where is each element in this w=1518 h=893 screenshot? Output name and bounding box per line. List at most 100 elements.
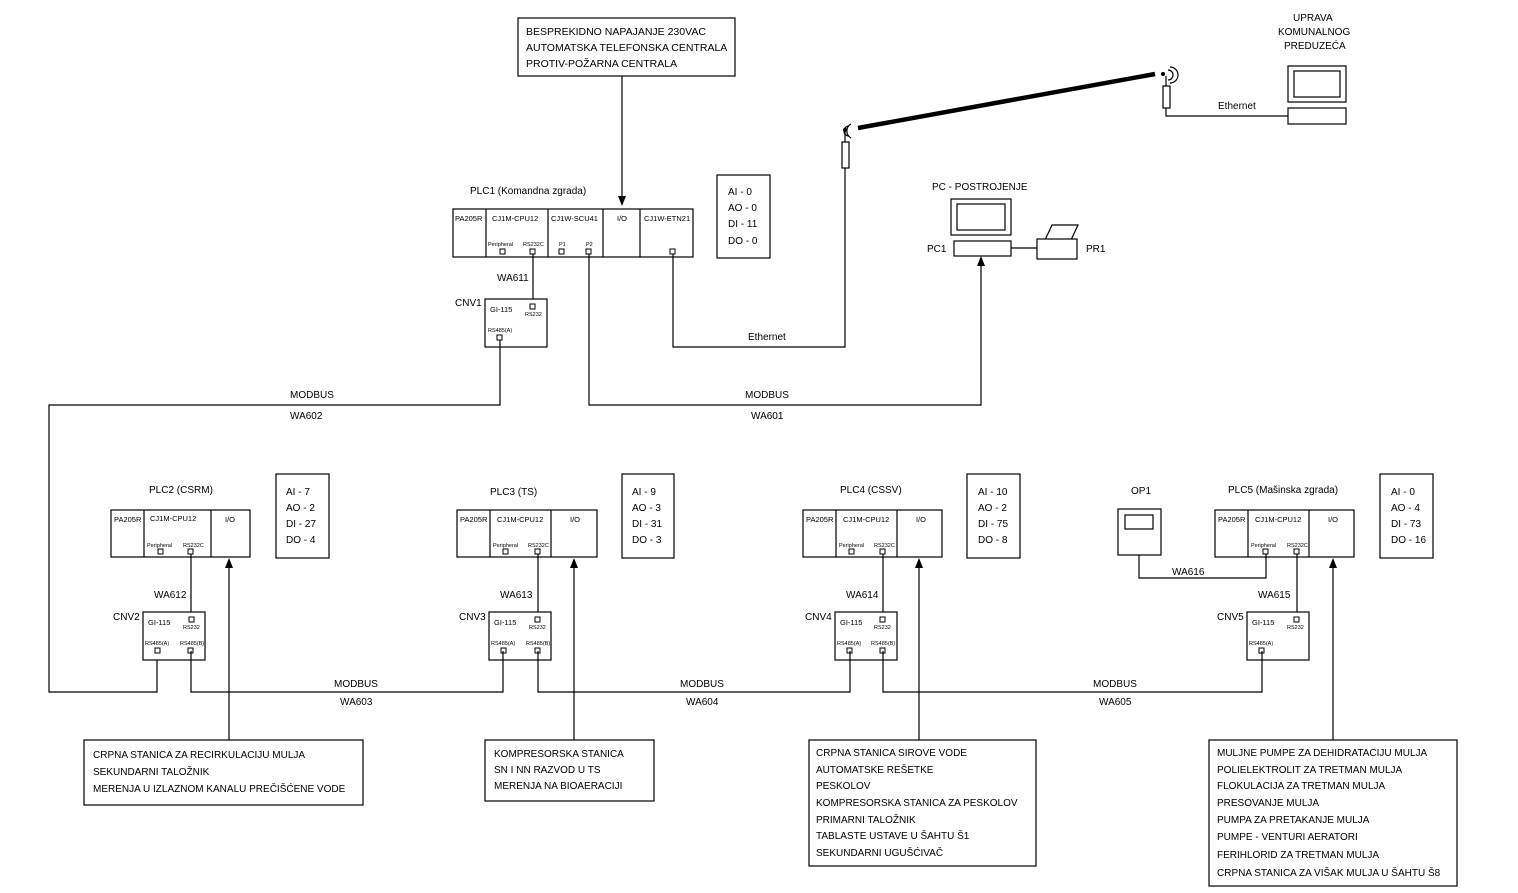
- plc2-module-cpu: CJ1M-CPU12: [150, 514, 196, 523]
- plc4-module-ps: PA205R: [806, 515, 834, 524]
- cnv3-module: GI-115: [494, 618, 516, 627]
- wa602-label: WA602: [290, 411, 323, 422]
- plc1-port-p2-label: P2: [586, 242, 593, 248]
- field-box-plc5-line-2: POLIELEKTROLIT ZA TRETMAN MULJA: [1217, 765, 1403, 776]
- field-box-plc5: MULJNE PUMPE ZA DEHIDRATACIJU MULJA POLI…: [1208, 739, 1458, 887]
- wa612-label: WA612: [154, 590, 187, 601]
- plc1-port-p1-label: P1: [559, 242, 566, 248]
- plc4-port-rs232c-label: RS232C: [874, 543, 895, 549]
- plc2-rack: PLC2 (CSRM) PA205R CJ1M-CPU12 I/O Periph…: [110, 485, 251, 558]
- cnv3-rs232-label: RS232: [529, 625, 546, 631]
- modbus-label-wa603: MODBUS: [334, 679, 378, 690]
- top-box-line-1: BESPREKIDNO NAPAJANJE 230VAC: [526, 26, 706, 38]
- plc2-port-peripheral-label: Peripheral: [147, 543, 172, 549]
- uprava-line-3: PREDUZEĆA: [1284, 39, 1346, 52]
- plc4-rack: PLC4 (CSSV) PA205R CJ1M-CPU12 I/O Periph…: [802, 485, 943, 558]
- cnv2-converter: CNV2 GI-115 RS232 RS485(A) RS485(B): [113, 611, 206, 661]
- pr1-label: PR1: [1086, 244, 1106, 255]
- field-box-plc5-line-1: MULJNE PUMPE ZA DEHIDRATACIJU MULJA: [1217, 748, 1428, 759]
- field-box-plc3: KOMPRESORSKA STANICA SN I NN RAZVOD U TS…: [484, 739, 655, 802]
- cnv2-rs485b-label: RS485(B): [180, 641, 204, 647]
- plc4-do: DO - 8: [978, 535, 1008, 546]
- field-box-plc4-line-5: PRIMARNI TALOŽNIK: [816, 813, 916, 826]
- field-box-plc5-line-7: FERIHLORID ZA TRETMAN MULJA: [1217, 850, 1379, 861]
- plc5-module-io: I/O: [1328, 515, 1338, 524]
- field-box-plc4-line-3: PESKOLOV: [816, 781, 871, 792]
- plc5-port-rs232c-label: RS232C: [1287, 543, 1308, 549]
- plc4-module-cpu: CJ1M-CPU12: [843, 515, 889, 524]
- plc4-ao: AO - 2: [978, 503, 1007, 514]
- wa611-label: WA611: [497, 273, 529, 284]
- wa616-label: WA616: [1172, 567, 1205, 578]
- plant-pc: PC - POSTROJENJE PC1: [927, 182, 1037, 257]
- plc5-ai: AI - 0: [1391, 487, 1415, 498]
- plc3-ao: AO - 3: [632, 503, 661, 514]
- plc3-title: PLC3 (TS): [490, 487, 537, 498]
- plc5-ao: AO - 4: [1391, 503, 1420, 514]
- plc1-rack: PLC1 (Komandna zgrada) PA205R CJ1M-CPU12…: [452, 186, 694, 258]
- antenna-right-icon: [1161, 66, 1179, 109]
- wa604-label: WA604: [686, 697, 719, 708]
- plc3-port-rs232c-label: RS232C: [528, 543, 549, 549]
- cnv2-rs232-label: RS232: [183, 625, 200, 631]
- plc4-io-counts: AI - 10 AO - 2 DI - 75 DO - 8: [966, 473, 1021, 559]
- cnv4-rs485a-label: RS485(A): [837, 641, 861, 647]
- field-box-plc2-line-2: SEKUNDARNI TALOŽNIK: [93, 765, 210, 778]
- op1-label: OP1: [1131, 486, 1151, 497]
- plc1-do: DO - 0: [728, 236, 758, 247]
- plc3-di: DI - 31: [632, 519, 662, 530]
- field-box-plc2-line-1: CRPNA STANICA ZA RECIRKULACIJU MULJA: [93, 750, 305, 761]
- field-box-plc4-line-7: SEKUNDARNI UGUŠĆIVAČ: [816, 846, 943, 859]
- wa615-label: WA615: [1258, 590, 1291, 601]
- plc1-module-etn: CJ1W-ETN21: [644, 214, 690, 223]
- plc1-module-io: I/O: [617, 214, 627, 223]
- plc5-port-peripheral-label: Peripheral: [1251, 543, 1276, 549]
- plc2-ai: AI - 7: [286, 487, 310, 498]
- field-box-plc5-line-5: PUMPA ZA PRETAKANJE MULJA: [1217, 815, 1370, 826]
- plc2-di: DI - 27: [286, 519, 316, 530]
- wa603-label: WA603: [340, 697, 373, 708]
- plc1-title: PLC1 (Komandna zgrada): [470, 186, 586, 197]
- plc4-title: PLC4 (CSSV): [840, 485, 902, 496]
- pc-label: PC - POSTROJENJE: [932, 182, 1028, 193]
- plc1-io-counts: AI - 0 AO - 0 DI - 11 DO - 0: [716, 174, 771, 259]
- cnv4-module: GI-115: [840, 618, 862, 627]
- plc1-ai: AI - 0: [728, 187, 752, 198]
- pc1-label: PC1: [927, 244, 947, 255]
- cnv5-label: CNV5: [1217, 612, 1244, 623]
- uprava-computer: UPRAVA KOMUNALNOG PREDUZEĆA: [1278, 13, 1350, 125]
- plc1-ao: AO - 0: [728, 203, 757, 214]
- field-box-plc5-line-8: CRPNA STANICA ZA VIŠAK MULJA U ŠAHTU Š8: [1217, 866, 1441, 879]
- cnv5-rs232-label: RS232: [1287, 625, 1304, 631]
- cnv3-converter: CNV3 GI-115 RS232 RS485(A) RS485(B): [459, 611, 552, 661]
- plc5-module-ps: PA205R: [1218, 515, 1246, 524]
- cnv1-converter: CNV1 GI-115 RS232 RS485(A): [455, 298, 548, 348]
- plc4-di: DI - 75: [978, 519, 1008, 530]
- cnv3-rs485a-label: RS485(A): [491, 641, 515, 647]
- plc3-module-io: I/O: [570, 515, 580, 524]
- plc5-title: PLC5 (Mašinska zgrada): [1228, 485, 1338, 496]
- plc4-port-peripheral-label: Peripheral: [839, 543, 864, 549]
- op1-panel: OP1: [1117, 486, 1162, 556]
- plc2-do: DO - 4: [286, 535, 316, 546]
- plc5-di: DI - 73: [1391, 519, 1421, 530]
- field-box-plc3-line-3: MERENJA NA BIOAERACIJI: [494, 781, 622, 792]
- antenna-left-icon: [841, 123, 852, 169]
- plc3-module-ps: PA205R: [460, 515, 488, 524]
- plc3-rack: PLC3 (TS) PA205R CJ1M-CPU12 I/O Peripher…: [456, 487, 598, 558]
- printer-icon: PR1: [1036, 224, 1106, 260]
- field-box-plc5-line-6: PUMPE - VENTURI AERATORI: [1217, 832, 1358, 843]
- field-box-plc4-line-4: KOMPRESORSKA STANICA ZA PESKOLOV: [816, 798, 1018, 809]
- plc3-module-cpu: CJ1M-CPU12: [497, 515, 543, 524]
- modbus-label-wa602: MODBUS: [290, 390, 334, 401]
- cnv2-module: GI-115: [148, 618, 170, 627]
- ethernet-label-remote: Ethernet: [1218, 101, 1256, 112]
- field-box-plc5-line-4: PRESOVANJE MULJA: [1217, 798, 1319, 809]
- plc1-module-cpu: CJ1M-CPU12: [492, 214, 538, 223]
- field-box-plc2: CRPNA STANICA ZA RECIRKULACIJU MULJA SEK…: [83, 739, 364, 806]
- top-box-line-3: PROTIV-POŽARNA CENTRALA: [526, 57, 677, 70]
- cnv5-converter: CNV5 GI-115 RS232 RS485(A): [1217, 611, 1310, 661]
- plc5-io-counts: AI - 0 AO - 4 DI - 73 DO - 16: [1379, 473, 1434, 559]
- plc2-title: PLC2 (CSRM): [149, 485, 213, 496]
- plc2-io-counts: AI - 7 AO - 2 DI - 27 DO - 4: [275, 473, 330, 559]
